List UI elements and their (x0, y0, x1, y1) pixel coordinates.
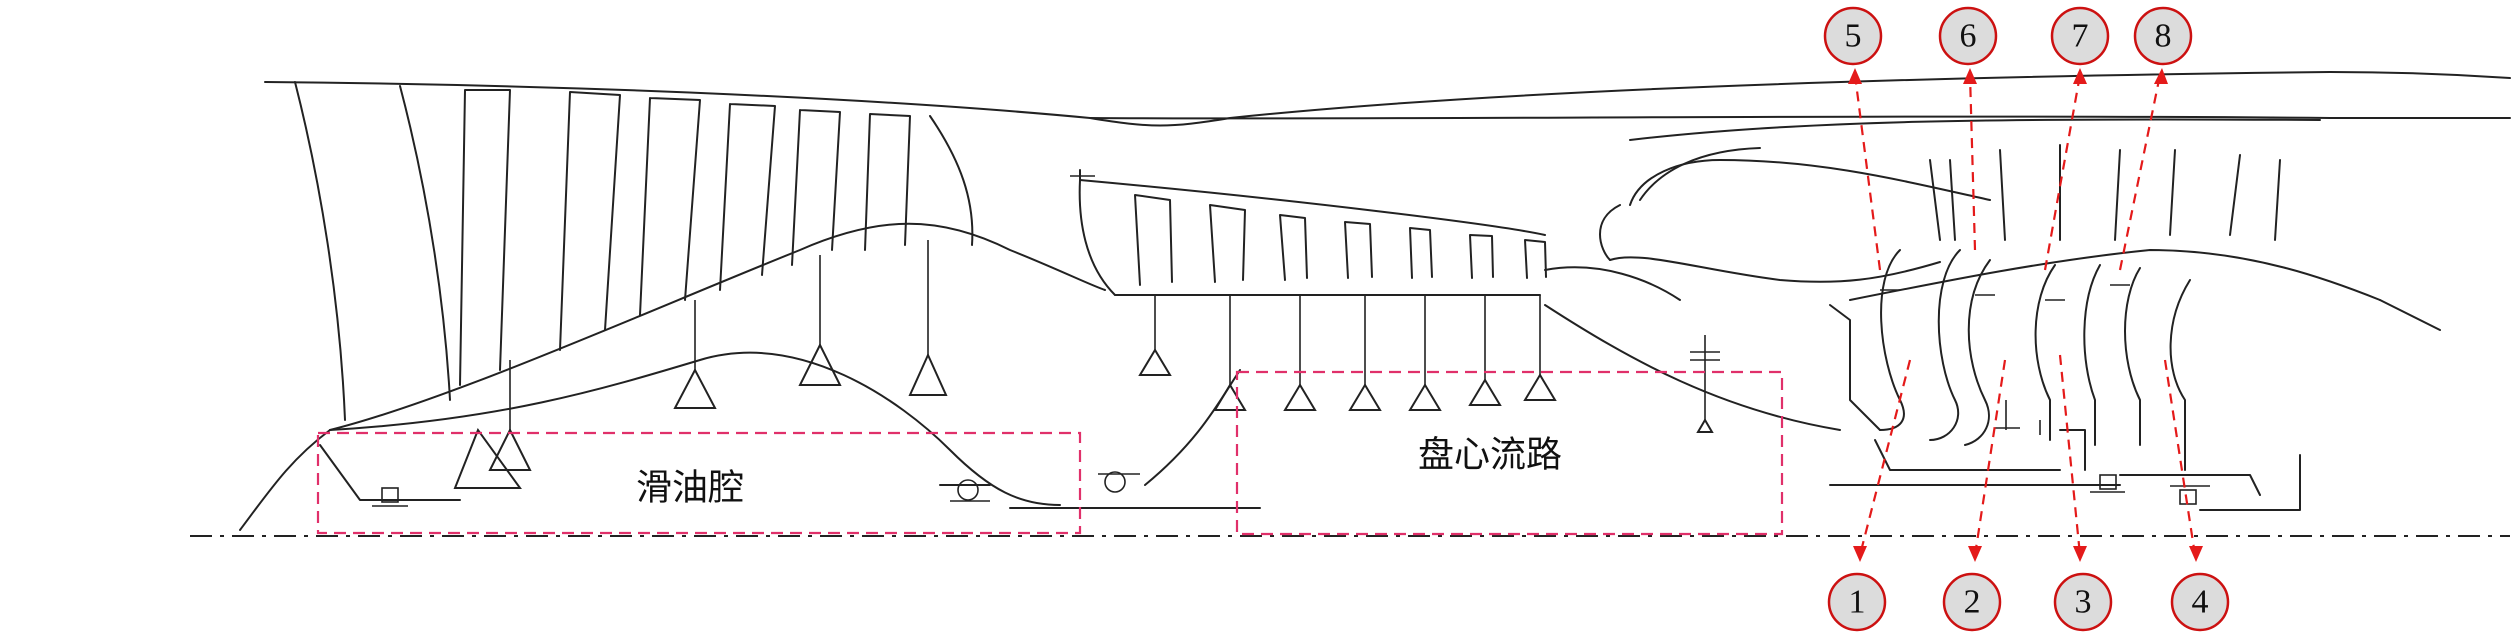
oil-cavity-bearings (319, 444, 1261, 509)
svg-text:7: 7 (2072, 18, 2089, 55)
svg-text:8: 8 (2155, 18, 2172, 55)
oil-cavity-region-box (316, 431, 1082, 535)
oil-cavity-label: 滑油腔 (636, 468, 744, 509)
hp-compressor (1070, 169, 1841, 486)
combustor (1599, 147, 2121, 486)
leader-lines (1848, 68, 2203, 562)
svg-text:6: 6 (1960, 18, 1977, 55)
disc-flow-path-region-box (1235, 370, 1784, 536)
svg-text:3: 3 (2075, 584, 2092, 621)
turbine-section (1849, 144, 2441, 511)
outer-casing (264, 71, 2511, 141)
callout-1: 1 (1827, 572, 1887, 632)
disc-flow-path-label: 盘心流路 (1418, 435, 1562, 476)
callout-3: 3 (2053, 572, 2113, 632)
fan-blades (294, 81, 974, 421)
callout-8: 8 (2133, 6, 2193, 66)
callout-6: 6 (1938, 6, 1998, 66)
svg-text:1: 1 (1849, 584, 1866, 621)
svg-text:2: 2 (1964, 584, 1981, 621)
callout-4: 4 (2170, 572, 2230, 632)
lp-struts (453, 240, 948, 489)
callout-5: 5 (1823, 6, 1883, 66)
callout-2: 2 (1942, 572, 2002, 632)
callout-7: 7 (2050, 6, 2110, 66)
svg-text:4: 4 (2192, 584, 2209, 621)
svg-text:5: 5 (1845, 18, 1862, 55)
